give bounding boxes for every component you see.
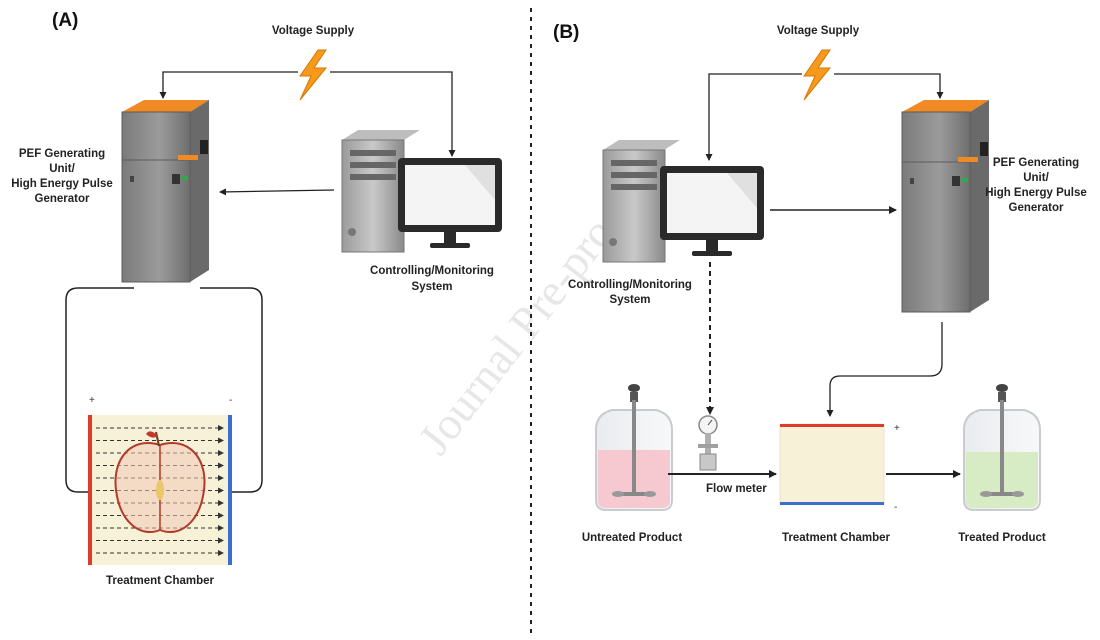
negative-sign-b: - [894, 502, 897, 513]
voltage-to-pef-arrow [159, 71, 298, 99]
negative-sign: - [229, 395, 232, 406]
panel-b-voltage-supply-label: Voltage Supply [777, 25, 860, 37]
field-arrowhead [218, 450, 224, 456]
control-to-pef-arrow [219, 188, 335, 196]
pef-label-line-3: High Energy Pulse [11, 178, 113, 190]
flow-meter-label: Flow meter [706, 483, 767, 495]
field-arrowhead [218, 550, 224, 556]
voltage-to-monitor-arrow-b [705, 73, 802, 161]
pef-label-line-4: Generator [35, 193, 90, 205]
computer-tower-icon-b [602, 140, 680, 263]
panel-a-voltage-supply-label: Voltage Supply [272, 25, 355, 37]
panel-b-label: (B) [553, 22, 579, 43]
control-label-b-line-1: Controlling/Monitoring [568, 279, 692, 291]
panel-a: (A) Voltage Supply PEF Generating Unit/ … [11, 10, 502, 587]
treated-tank-icon [963, 384, 1041, 511]
treated-product-label: Treated Product [958, 532, 1046, 544]
pef-label-line-1: PEF Generating [19, 148, 105, 160]
field-arrowhead [218, 475, 224, 481]
treatment-chamber-a [88, 415, 232, 565]
treatment-chamber-b [779, 423, 885, 505]
pef-generator-unit-b [901, 100, 989, 313]
untreated-tank-icon [595, 384, 673, 511]
pef-label-line-2: Unit/ [49, 163, 75, 175]
panel-b: (B) Voltage Supply Controlling/Monitorin… [553, 22, 1087, 544]
flow-meter-icon [698, 415, 718, 471]
wire-positive [65, 287, 134, 493]
positive-electrode-b [780, 424, 884, 427]
control-label-b-line-2: System [610, 294, 651, 306]
apple-icon [114, 431, 206, 533]
field-arrowhead [218, 537, 224, 544]
untreated-product-label: Untreated Product [582, 532, 682, 544]
wire-negative [200, 287, 263, 493]
positive-sign-b: + [894, 423, 900, 434]
pef-generator-unit [121, 100, 209, 283]
lightning-bolt-icon [299, 49, 328, 101]
field-arrowhead [218, 437, 224, 444]
field-arrowhead [218, 500, 224, 506]
pef-label-b-line-2: Unit/ [1023, 172, 1049, 184]
control-label-line-2: System [412, 281, 453, 293]
field-arrowhead [218, 512, 224, 519]
pef-to-chamber-arrow [826, 322, 943, 417]
positive-sign: + [89, 395, 95, 406]
positive-electrode [88, 415, 92, 565]
control-label-line-1: Controlling/Monitoring [370, 265, 494, 277]
field-arrowhead [218, 525, 224, 531]
chamber-label-a: Treatment Chamber [106, 575, 215, 587]
negative-electrode [228, 415, 232, 565]
field-arrowhead [218, 487, 224, 494]
voltage-to-monitor-arrow [330, 71, 456, 157]
field-arrowhead [218, 462, 224, 469]
pef-label-b-line-3: High Energy Pulse [985, 187, 1087, 199]
computer-tower-icon [341, 130, 420, 253]
chamber-label-b: Treatment Chamber [782, 532, 891, 544]
field-arrowhead [218, 425, 224, 431]
voltage-to-pef-arrow-b [834, 73, 944, 99]
pef-label-b-line-1: PEF Generating [993, 157, 1079, 169]
pef-label-b-line-4: Generator [1009, 202, 1064, 214]
monitor-icon-b [660, 166, 764, 256]
monitor-icon [398, 158, 502, 248]
panel-a-label: (A) [52, 10, 78, 31]
negative-electrode-b [780, 502, 884, 505]
lightning-bolt-icon-b [803, 49, 832, 101]
